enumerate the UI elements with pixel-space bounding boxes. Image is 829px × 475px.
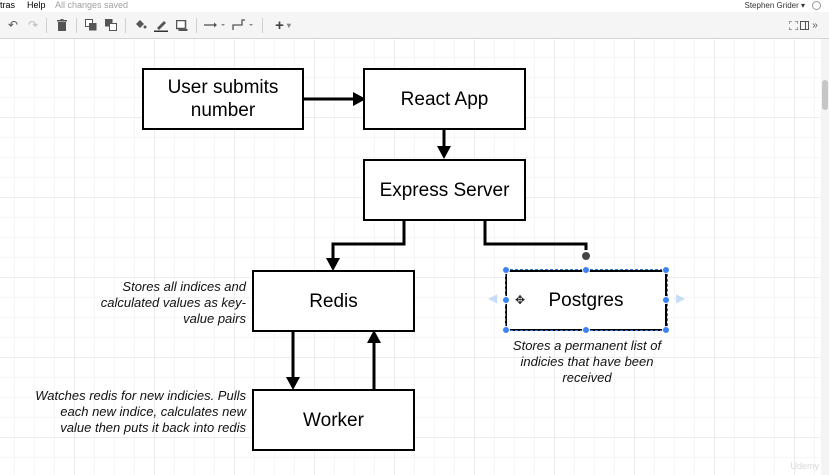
menu-extras[interactable]: tras bbox=[0, 0, 16, 10]
shadow-icon[interactable] bbox=[175, 18, 189, 32]
toolbar: ↶ ↷ +▾ » bbox=[0, 12, 829, 39]
resize-handle[interactable] bbox=[582, 266, 590, 274]
toolbar-divider bbox=[76, 18, 77, 33]
resize-handle[interactable] bbox=[582, 326, 590, 334]
watermark: Udemy bbox=[790, 461, 819, 471]
to-back-icon[interactable] bbox=[104, 18, 118, 32]
undo-icon[interactable]: ↶ bbox=[7, 18, 19, 32]
toolbar-divider bbox=[46, 18, 47, 33]
user-menu[interactable]: Stephen Grider ▾ bbox=[744, 1, 806, 10]
line-color-icon[interactable] bbox=[153, 18, 169, 32]
worker-box[interactable]: Worker bbox=[252, 389, 415, 451]
redis-box[interactable]: Redis bbox=[252, 270, 415, 332]
toolbar-divider bbox=[196, 18, 197, 33]
fill-color-icon[interactable] bbox=[133, 18, 147, 32]
postgres-label: Postgres bbox=[548, 290, 624, 311]
express-server-box[interactable]: Express Server bbox=[363, 159, 526, 221]
resize-handle[interactable] bbox=[662, 266, 670, 274]
menu-bar: tras Help All changes saved Stephen Grid… bbox=[0, 0, 829, 12]
connection-style-icon[interactable] bbox=[204, 18, 226, 32]
save-status: All changes saved bbox=[55, 0, 129, 10]
scrollbar-thumb[interactable] bbox=[822, 80, 828, 110]
to-front-icon[interactable] bbox=[84, 18, 98, 32]
resize-handle[interactable] bbox=[502, 296, 510, 304]
waypoints-icon[interactable] bbox=[232, 18, 256, 32]
resize-handle[interactable] bbox=[662, 296, 670, 304]
express-server-label: Express Server bbox=[379, 179, 510, 201]
user-submits-box[interactable]: User submits number bbox=[142, 68, 304, 130]
resize-handle[interactable] bbox=[662, 326, 670, 334]
redo-icon[interactable]: ↷ bbox=[27, 18, 39, 32]
resize-handle[interactable] bbox=[502, 326, 510, 334]
user-submits-label: User submits number bbox=[167, 77, 279, 121]
clone-arrow-left-icon[interactable]: ◀ bbox=[488, 291, 498, 305]
worker-label: Worker bbox=[303, 409, 364, 431]
rotate-handle-icon[interactable] bbox=[580, 250, 592, 262]
format-panel-icon[interactable] bbox=[799, 18, 809, 32]
vertical-scrollbar[interactable] bbox=[821, 39, 829, 475]
react-app-box[interactable]: React App bbox=[363, 68, 526, 130]
move-icon[interactable]: ✥ bbox=[515, 293, 526, 307]
delete-icon[interactable] bbox=[55, 18, 69, 32]
chevron-down-icon: ▾ bbox=[286, 20, 291, 30]
redis-note: Stores all indices and calculated values… bbox=[100, 279, 246, 326]
toolbar-divider bbox=[125, 18, 126, 33]
worker-note: Watches redis for new indicies. Pulls ea… bbox=[35, 388, 246, 435]
add-icon[interactable]: +▾ bbox=[275, 16, 291, 34]
collapse-icon[interactable]: » bbox=[812, 19, 818, 31]
react-app-label: React App bbox=[400, 88, 489, 110]
fullscreen-icon[interactable] bbox=[788, 18, 798, 32]
toolbar-divider bbox=[262, 18, 263, 33]
resize-handle[interactable] bbox=[502, 266, 510, 274]
menu-help[interactable]: Help bbox=[27, 0, 46, 10]
postgres-note: Stores a permanent list of indicies that… bbox=[512, 338, 662, 385]
clone-arrow-right-icon[interactable]: ▶ bbox=[676, 291, 686, 305]
redis-label: Redis bbox=[309, 290, 358, 312]
postgres-box[interactable]: Postgres bbox=[505, 270, 667, 331]
globe-icon[interactable] bbox=[812, 1, 821, 10]
